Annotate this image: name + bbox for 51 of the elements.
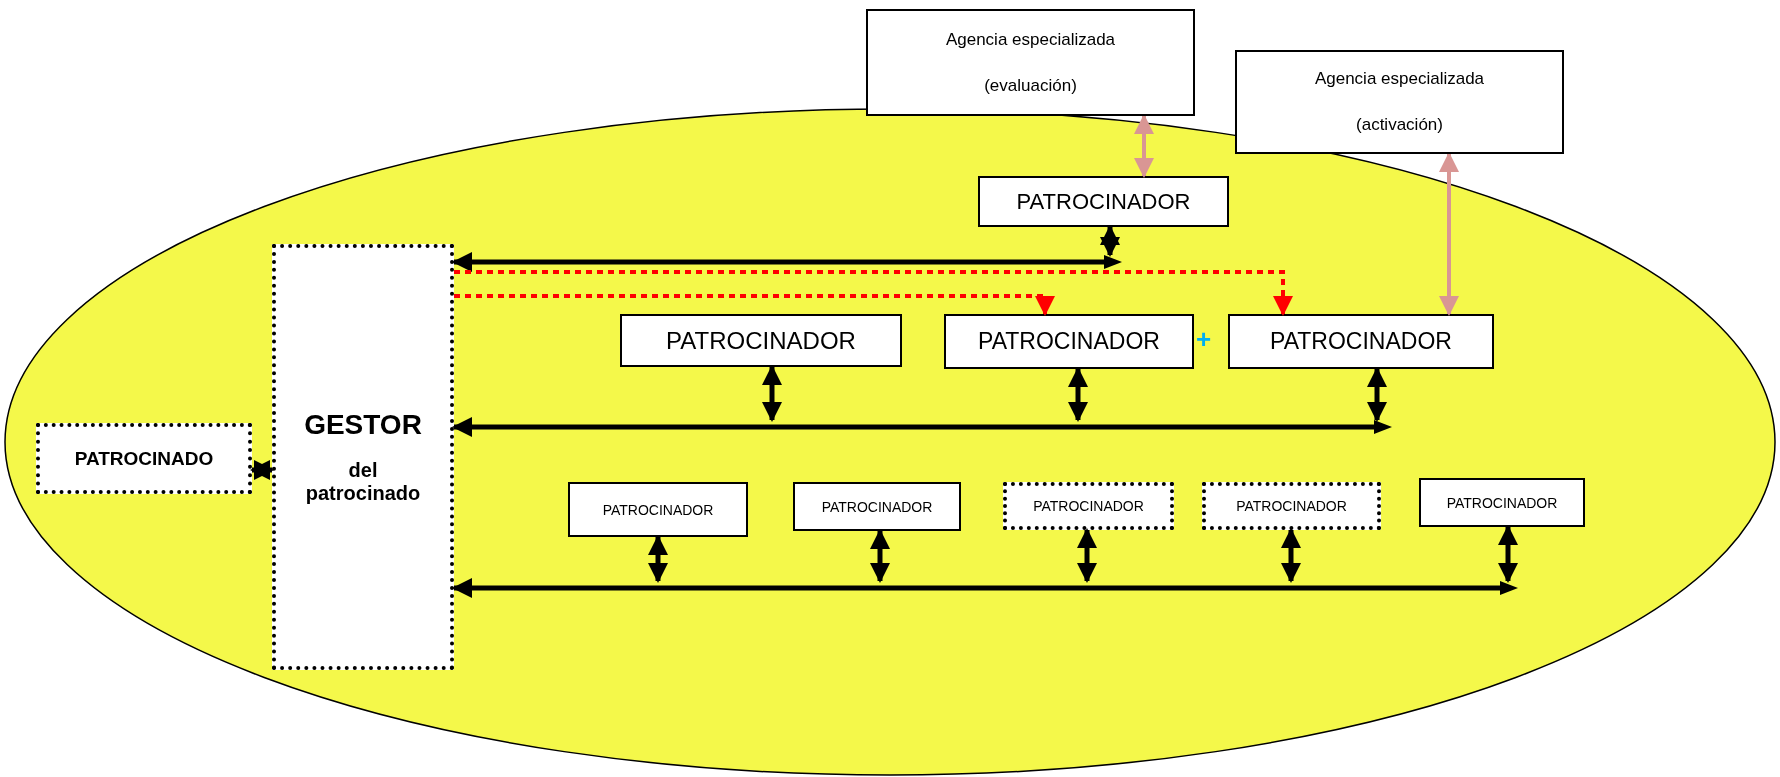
- box-label: PATROCINADO: [74, 447, 214, 470]
- box-label: PATROCINADOR: [1446, 494, 1558, 511]
- arrow: [452, 417, 492, 437]
- box-label: PATROCINADOR: [978, 328, 1160, 355]
- text-box: [793, 482, 961, 531]
- text-box: [944, 314, 1194, 369]
- text-box: [36, 423, 252, 494]
- text-box: [620, 314, 902, 367]
- arrow: [452, 578, 492, 598]
- double-arrow: [762, 365, 782, 422]
- dashed-arrow: [454, 270, 1293, 316]
- box-label: Agencia especializada: [945, 29, 1116, 50]
- box-label: PATROCINADOR: [1236, 498, 1347, 514]
- arrow: [452, 252, 490, 272]
- double-arrow: [1281, 528, 1301, 583]
- double-arrow: [1077, 528, 1097, 583]
- plus-sign: +: [1196, 326, 1212, 352]
- double-arrow: [648, 535, 668, 583]
- double-arrow: [1367, 367, 1387, 422]
- box-label: PATROCINADOR: [1270, 328, 1452, 355]
- text-box: [1003, 482, 1174, 530]
- box-label: GESTOR: [304, 409, 422, 441]
- double-arrow: [1100, 225, 1120, 257]
- double-arrow: [1068, 367, 1088, 422]
- text-box: [1228, 314, 1494, 369]
- dashed-arrow: [454, 294, 1055, 316]
- box-label: PATROCINADOR: [821, 498, 933, 515]
- text-box: [866, 9, 1195, 116]
- double-arrow-line: [492, 581, 1518, 595]
- box-label: PATROCINADOR: [1033, 498, 1144, 514]
- box-label: PATROCINADOR: [1016, 188, 1191, 215]
- text-box: [978, 176, 1229, 227]
- double-arrow: [1498, 525, 1518, 583]
- box-sublabel: del patrocinado: [304, 459, 422, 505]
- box-label: Agencia especializada: [1314, 69, 1485, 89]
- text-box: [1419, 478, 1585, 527]
- box-label: PATROCINADOR: [602, 501, 714, 518]
- double-arrow-line: [492, 420, 1392, 434]
- box-sublabel: (activación): [1356, 115, 1443, 135]
- box-sublabel: (evaluación): [984, 75, 1077, 96]
- box-label: PATROCINADOR: [666, 326, 856, 355]
- double-arrow: [870, 529, 890, 583]
- double-arrow-line: [490, 255, 1122, 269]
- text-box: [568, 482, 748, 537]
- text-box: [1235, 50, 1564, 154]
- double-arrow: [1134, 114, 1154, 178]
- text-box: [1202, 482, 1381, 530]
- ellipse-region: [4, 108, 1776, 776]
- double-arrow: [1439, 152, 1459, 316]
- text-box: [272, 244, 454, 670]
- double-arrow: [250, 460, 274, 480]
